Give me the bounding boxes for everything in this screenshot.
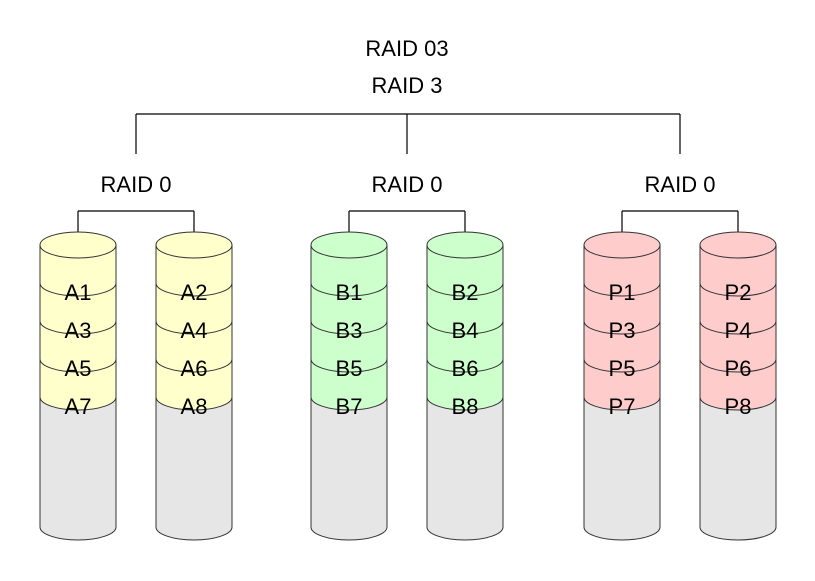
data-block-band bbox=[699, 244, 777, 297]
data-block-band bbox=[39, 282, 117, 335]
data-block-label: P6 bbox=[725, 356, 752, 381]
disk-top-cap bbox=[39, 231, 117, 259]
disk-top-cap bbox=[699, 231, 777, 259]
data-block-label: P7 bbox=[609, 394, 636, 419]
disk-empty-space bbox=[583, 396, 661, 541]
data-block-band bbox=[426, 320, 504, 373]
data-block-band bbox=[155, 244, 233, 297]
top-connector bbox=[135, 113, 681, 154]
data-block-label: A5 bbox=[65, 356, 92, 381]
data-block-band bbox=[39, 320, 117, 373]
data-block-label: P1 bbox=[609, 280, 636, 305]
disk-top-cap bbox=[155, 231, 233, 259]
raid03-title: RAID 03 bbox=[365, 36, 448, 61]
disk-empty-space bbox=[426, 396, 504, 541]
data-block-band bbox=[310, 320, 388, 373]
data-block-band bbox=[426, 358, 504, 411]
data-block-label: A2 bbox=[181, 280, 208, 305]
data-block-label: P5 bbox=[609, 356, 636, 381]
data-block-label: A4 bbox=[181, 318, 208, 343]
data-block-band bbox=[39, 244, 117, 297]
disk-top-cap bbox=[426, 231, 504, 259]
raid0-label: RAID 0 bbox=[372, 172, 443, 197]
data-block-band bbox=[155, 358, 233, 411]
data-block-band bbox=[155, 320, 233, 373]
data-block-label: B3 bbox=[336, 318, 363, 343]
data-block-band bbox=[583, 282, 661, 335]
data-block-band bbox=[583, 244, 661, 297]
disk-empty-space bbox=[310, 396, 388, 541]
data-block-band bbox=[699, 358, 777, 411]
disk-top-cap bbox=[583, 231, 661, 259]
data-block-label: A3 bbox=[65, 318, 92, 343]
data-block-band bbox=[699, 282, 777, 335]
data-block-label: A6 bbox=[181, 356, 208, 381]
data-block-band bbox=[583, 358, 661, 411]
data-block-band bbox=[426, 244, 504, 297]
data-block-label: B5 bbox=[336, 356, 363, 381]
raid3-title: RAID 3 bbox=[372, 73, 443, 98]
data-block-label: P3 bbox=[609, 318, 636, 343]
data-block-label: A1 bbox=[65, 280, 92, 305]
data-block-label: B7 bbox=[336, 394, 363, 419]
data-block-band bbox=[699, 320, 777, 373]
data-block-label: P2 bbox=[725, 280, 752, 305]
raid0-label: RAID 0 bbox=[101, 172, 172, 197]
data-block-band bbox=[39, 358, 117, 411]
data-block-band bbox=[310, 358, 388, 411]
data-block-label: B6 bbox=[452, 356, 479, 381]
disk-empty-space bbox=[39, 396, 117, 541]
data-block-label: B4 bbox=[452, 318, 479, 343]
data-block-label: B2 bbox=[452, 280, 479, 305]
raid0-label: RAID 0 bbox=[645, 172, 716, 197]
data-block-band bbox=[155, 282, 233, 335]
data-block-band bbox=[310, 244, 388, 297]
disk-empty-space bbox=[699, 396, 777, 541]
disk-empty-space bbox=[155, 396, 233, 541]
data-block-label: P8 bbox=[725, 394, 752, 419]
data-block-label: A7 bbox=[65, 394, 92, 419]
data-block-label: A8 bbox=[181, 394, 208, 419]
data-block-band bbox=[583, 320, 661, 373]
data-block-label: P4 bbox=[725, 318, 752, 343]
data-block-label: B1 bbox=[336, 280, 363, 305]
disk-top-cap bbox=[310, 231, 388, 259]
data-block-band bbox=[310, 282, 388, 335]
data-block-label: B8 bbox=[452, 394, 479, 419]
data-block-band bbox=[426, 282, 504, 335]
